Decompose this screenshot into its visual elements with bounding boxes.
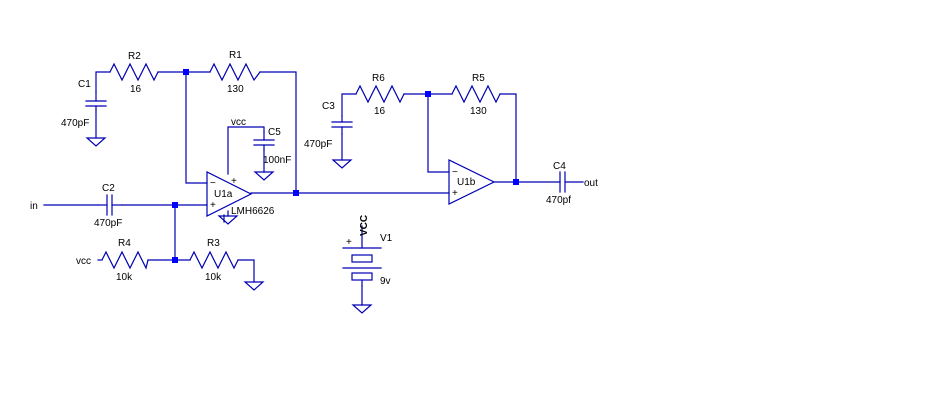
capacitor-c2 xyxy=(97,194,123,216)
label-c2-ref: C2 xyxy=(102,183,115,194)
ground-c5 xyxy=(253,171,275,181)
u1a-plus-pin: + xyxy=(210,200,216,211)
label-r6-value: 16 xyxy=(374,106,386,117)
label-c2-value: 470pF xyxy=(94,218,122,229)
label-r5-ref: R5 xyxy=(472,73,485,84)
opamp-u1b xyxy=(448,159,496,205)
label-r4-ref: R4 xyxy=(118,238,131,249)
u1a-vplus-pin: + xyxy=(231,176,237,187)
label-r6-ref: R6 xyxy=(372,73,385,84)
label-r1-ref: R1 xyxy=(229,50,242,61)
label-c4-ref: C4 xyxy=(553,161,566,172)
battery-v1 xyxy=(342,247,382,287)
label-out: out xyxy=(584,178,598,189)
label-r5-value: 130 xyxy=(470,106,487,117)
resistor-r2 xyxy=(109,62,159,82)
wires xyxy=(43,71,584,306)
label-r2-ref: R2 xyxy=(128,51,141,62)
label-u1a-model: LMH6626 xyxy=(231,206,275,217)
label-u1a-ref: U1a xyxy=(214,189,233,200)
resistor-r3 xyxy=(189,250,239,270)
label-c4-value: 470pf xyxy=(546,195,571,206)
v1-plus-pin: + xyxy=(346,237,352,248)
u1b-minus-pin: − xyxy=(452,167,458,178)
label-c5-value: 100nF xyxy=(263,155,291,166)
ground-u1a xyxy=(217,215,239,225)
capacitor-c3 xyxy=(331,115,353,135)
capacitor-c1 xyxy=(85,91,107,111)
label-c3-ref: C3 xyxy=(322,101,335,112)
resistor-r4 xyxy=(101,250,149,270)
label-c1-value: 470pF xyxy=(61,118,89,129)
label-in: in xyxy=(30,201,38,212)
u1a-minus-pin: − xyxy=(210,178,216,189)
junctions xyxy=(172,69,519,263)
ground-r3 xyxy=(243,281,265,291)
label-r3-value: 10k xyxy=(205,272,222,283)
capacitor-c5 xyxy=(253,131,275,151)
ground-v1 xyxy=(351,304,373,314)
label-vcc-v1: VCC xyxy=(359,215,370,236)
resistor-r5 xyxy=(451,84,501,104)
label-vcc-r4: vcc xyxy=(76,256,91,267)
u1b-plus-pin: + xyxy=(452,188,458,199)
label-vcc-u1a: vcc xyxy=(231,117,246,128)
label-c5-ref: C5 xyxy=(268,127,281,138)
label-c3-value: 470pF xyxy=(304,139,332,150)
capacitor-c4 xyxy=(559,171,566,193)
label-r3-ref: R3 xyxy=(207,238,220,249)
label-c1-ref: C1 xyxy=(78,79,91,90)
label-r4-value: 10k xyxy=(116,272,133,283)
label-v1-ref: V1 xyxy=(380,233,393,244)
ground-c3 xyxy=(331,159,353,169)
resistor-r1 xyxy=(209,62,261,82)
resistor-r6 xyxy=(355,84,405,104)
label-r2-value: 16 xyxy=(130,84,142,95)
label-u1b-ref: U1b xyxy=(457,177,476,188)
label-r1-value: 130 xyxy=(227,84,244,95)
ground-c1 xyxy=(85,137,107,147)
label-v1-value: 9v xyxy=(380,276,391,287)
